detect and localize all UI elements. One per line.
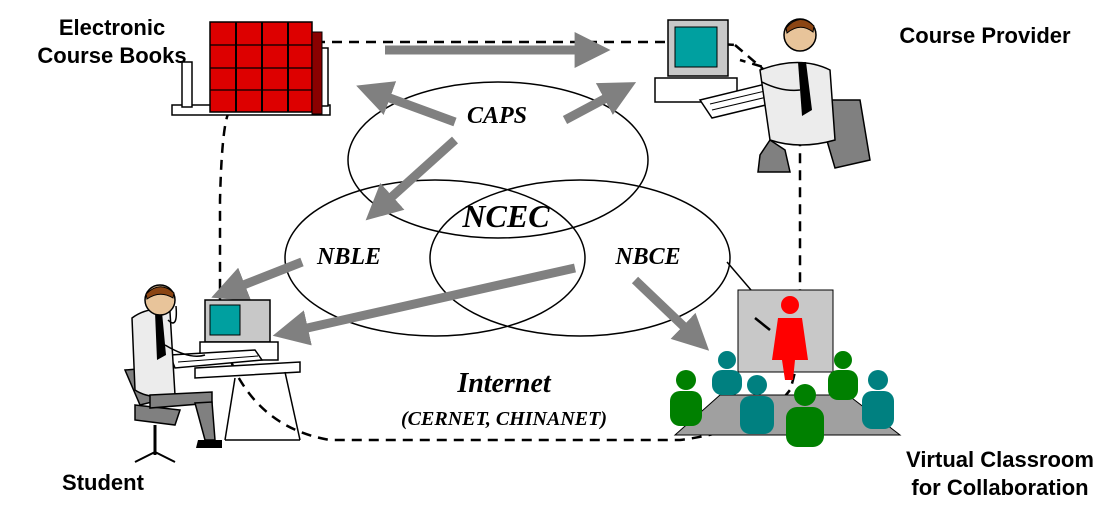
books-icon	[171, 21, 331, 116]
internet-label: Internet	[456, 368, 552, 399]
nbce-label: NBCE	[614, 244, 680, 270]
arrow-caps-to-books	[356, 81, 457, 127]
student-icon	[123, 284, 301, 463]
internet-sublabel: (CERNET, CHINANET)	[401, 408, 607, 430]
arrow-caps-to-nble	[365, 136, 459, 221]
arrow-nbce-to-classroom	[631, 276, 710, 351]
ncec-label: NCEC	[461, 198, 550, 234]
course-provider-label: Course Provider	[899, 23, 1071, 48]
books-label-line2: Course Books	[37, 43, 186, 68]
arrow-nble-to-student	[211, 257, 304, 302]
nble-label: NBLE	[316, 244, 381, 270]
caps-ellipse	[347, 81, 649, 239]
virtual-classroom-label-line1: Virtual Classroom	[906, 447, 1094, 472]
books-label-line1: Electronic	[59, 15, 165, 40]
course-provider-icon	[654, 18, 871, 173]
nbce-ellipse	[429, 179, 731, 337]
virtual-classroom-label-line2: for Collaboration	[911, 475, 1088, 500]
arrow-caps-to-provider	[562, 82, 637, 124]
arrow-nbce-to-student	[272, 263, 576, 346]
student-label: Student	[62, 470, 145, 495]
nble-ellipse	[284, 179, 586, 337]
audience-icons	[670, 351, 894, 447]
caps-label: CAPS	[467, 103, 527, 129]
virtual-classroom-icon	[670, 289, 902, 447]
